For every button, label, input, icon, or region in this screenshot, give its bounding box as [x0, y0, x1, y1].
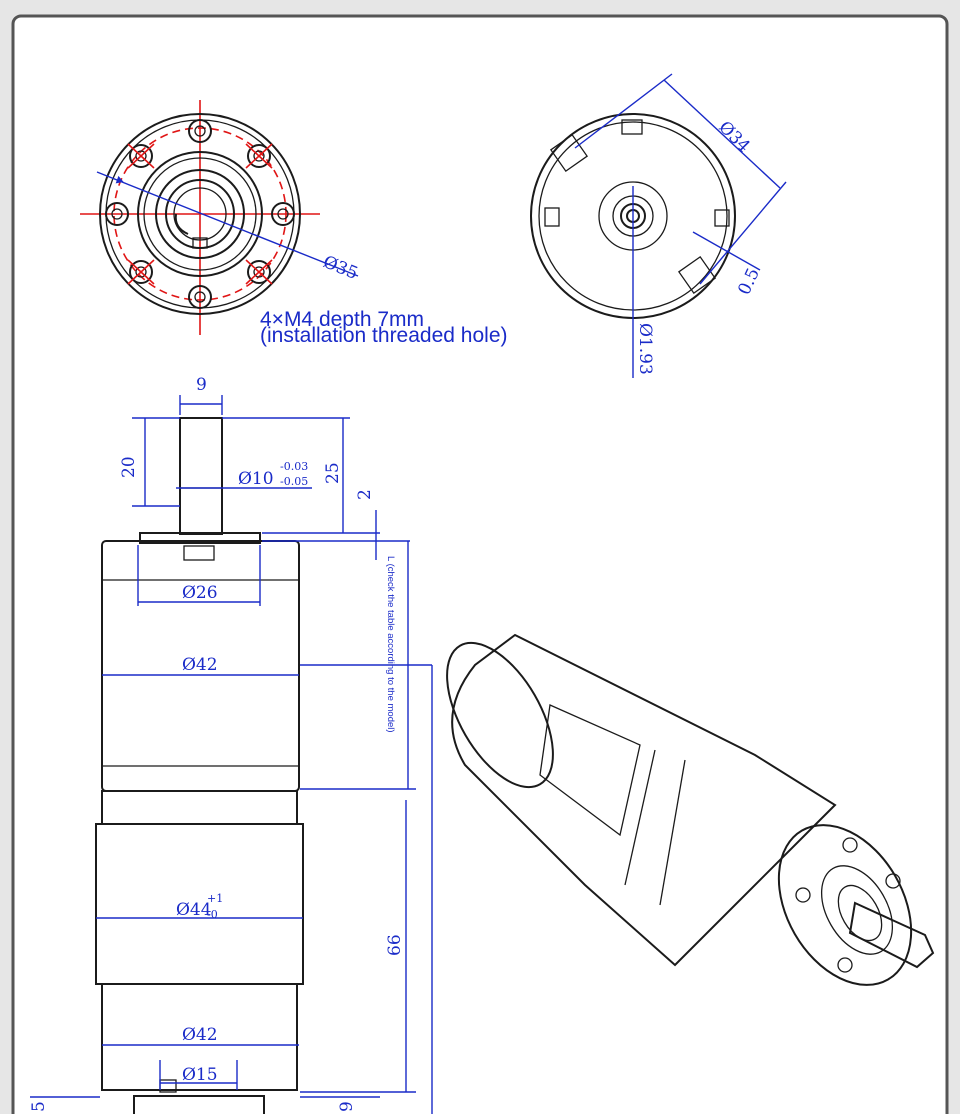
rear-dim-line: [663, 79, 781, 189]
iso-bearing: [837, 884, 883, 942]
retaining-clip: [174, 213, 189, 235]
iso-label-band: [539, 704, 641, 837]
motor-diameter-label: Ø44: [176, 900, 212, 920]
small-diameter-label: Ø1.93: [635, 323, 655, 375]
gearbox-diameter-label: Ø42: [182, 655, 218, 675]
motor-tol-upper: +1: [207, 892, 223, 905]
mounting-holes: [105, 119, 295, 309]
thread-note-line2: (installation threaded hole): [260, 324, 508, 347]
gearbox-slot: [183, 545, 215, 561]
iso-rear-cap: [446, 641, 554, 789]
shaft-width-label: 9: [196, 375, 207, 395]
flange-hub-inner: [155, 169, 245, 259]
iso-shaft: [848, 901, 935, 969]
iso-motor-can: [451, 633, 837, 967]
end-boss-label: Ø15: [182, 1065, 218, 1085]
isometric-view: [446, 633, 935, 986]
rear-notch-left: [544, 207, 560, 227]
flange-hub-outer: [137, 151, 263, 277]
rear-notch-top: [621, 119, 643, 135]
gearbox-boss: [139, 532, 261, 544]
motor-end-cap: [101, 983, 298, 1091]
iso-gearbox-hub: [820, 865, 894, 955]
shaft-diameter-label: Ø10: [238, 469, 274, 489]
motor-tol-lower: -0: [207, 908, 218, 921]
thread-note-line1: 4×M4 depth 7mm: [260, 308, 424, 331]
shaft-tol-upper: -0.03: [280, 460, 308, 473]
flange-hub-ring: [143, 157, 257, 271]
side-view: 9 20 Ø10 -0.03 -0.05 25 2 Ø26 Ø42 L (che…: [29, 375, 433, 1114]
motor-transition-top: [101, 790, 298, 825]
boss-height-label: 2: [355, 489, 375, 500]
shaft-circle: [173, 187, 227, 241]
flange-outline: [99, 113, 301, 315]
bolt-circle-dim-line: [96, 171, 359, 277]
rear-dim-ext2: [699, 181, 787, 285]
gap-dim-line: [692, 231, 761, 271]
end-diameter-label: Ø42: [182, 1025, 218, 1045]
motor-length-label: 66: [385, 934, 405, 956]
drawing-frame: [11, 14, 949, 1114]
shaft-total-label: 25: [323, 462, 343, 484]
rear-notch-right: [714, 209, 730, 227]
shaft-tol-lower: -0.05: [280, 475, 308, 488]
shaft-length-label: 20: [119, 456, 139, 478]
rear-terminal: [133, 1095, 265, 1114]
brush-holder-bottom: [677, 255, 717, 295]
bolt-circle: [113, 127, 287, 301]
rear-dim-ext1: [574, 73, 673, 149]
clip-tab: [192, 237, 208, 249]
boss-diameter-label: Ø26: [182, 583, 218, 603]
length-note: L (check the table according to the mode…: [385, 556, 396, 733]
brush-holder-top: [549, 133, 589, 173]
end-left-label: 5: [29, 1101, 49, 1112]
end-right-label: 9: [337, 1101, 357, 1112]
iso-gearbox-face: [777, 824, 913, 986]
